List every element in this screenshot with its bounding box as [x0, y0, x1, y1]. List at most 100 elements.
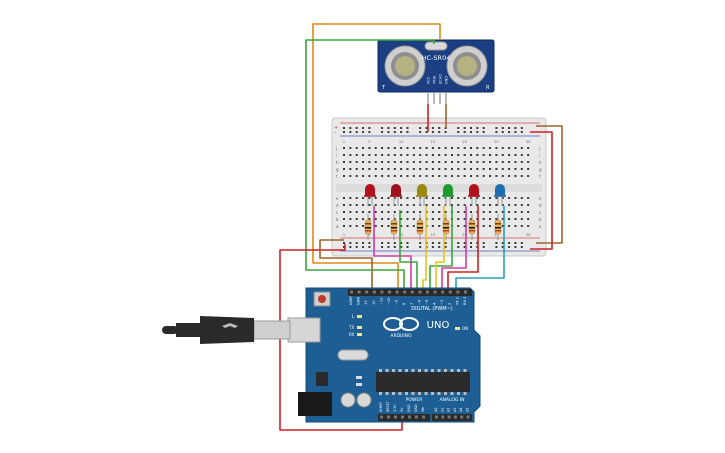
blue-led [494, 184, 506, 206]
digital-pin-label: 8 [402, 302, 406, 305]
arduino-brand-label: ARDUINO [390, 333, 412, 339]
column-number: 10 [399, 233, 403, 237]
row-letter: h [539, 160, 542, 165]
digital-pin-label: ~3 [440, 300, 444, 305]
center-channel [336, 184, 542, 192]
atmega-chip [376, 372, 470, 392]
voltage-regulator [316, 372, 328, 386]
column-number: 5 [368, 233, 370, 237]
sensor-pin-label: TRIG [433, 75, 437, 85]
digital-pin-label: AREF [349, 296, 353, 305]
resistor [494, 214, 502, 240]
digital-pin-label: TX 1 [455, 297, 459, 306]
power-pin-label: IOREF [379, 402, 383, 412]
capacitor-2 [356, 392, 372, 408]
arduino-logo: ARDUINO [383, 317, 419, 339]
yellow-led [416, 184, 428, 206]
row-letter: j [335, 146, 337, 151]
power-header-label: POWER [406, 397, 423, 403]
arduino-model-label: UNO [427, 320, 450, 331]
red-rail-link [530, 131, 553, 250]
row-letter: j [538, 146, 540, 151]
column-number: 5 [368, 140, 370, 144]
resistor [364, 214, 372, 240]
analog-pin-label: A3 [453, 408, 457, 412]
digital-pin-label: ~11 [379, 297, 383, 305]
row-letter: b [539, 217, 542, 222]
resistor [416, 214, 424, 240]
green-led [442, 184, 454, 206]
magenta-wire-2 [441, 206, 467, 290]
led-l [357, 315, 362, 318]
red-wire-3 [447, 206, 479, 290]
row-letter: c [336, 210, 338, 215]
digital-pin-label: 7 [410, 303, 414, 305]
resistor [468, 214, 476, 240]
sensor-pin-label: VCC [427, 76, 431, 84]
column-number: 15 [431, 233, 435, 237]
magenta-wire [373, 206, 412, 290]
column-number: 15 [431, 140, 435, 144]
digital-pin-label: 2 [448, 303, 452, 305]
green-led-wire [399, 210, 418, 290]
column-number: 20 [462, 140, 466, 144]
power-pin-label: GND [407, 404, 411, 412]
usb-cable [162, 316, 291, 344]
reset-button[interactable] [318, 295, 326, 303]
led-array [364, 184, 506, 240]
digital-pin-label: ~5 [425, 300, 429, 305]
row-letter: c [539, 210, 541, 215]
row-letter: b [336, 217, 339, 222]
row-letter: d [539, 203, 542, 208]
analog-pin-label: A2 [447, 408, 451, 412]
wires [279, 23, 563, 431]
rail-minus-label: - [334, 130, 336, 136]
analog-header-label: ANALOG IN [439, 397, 464, 403]
led-tx [357, 326, 362, 329]
chip-pins [379, 369, 467, 395]
digital-pin-label: ~10 [387, 297, 391, 305]
digital-pin-label: GND [357, 297, 361, 305]
row-letter: f [336, 174, 338, 179]
usb-port [287, 317, 321, 343]
led-rx [357, 333, 362, 336]
digital-pin-label: RX 0 [463, 296, 467, 305]
capacitor-1 [340, 392, 356, 408]
yellow-wire [422, 206, 427, 290]
usb-icon [222, 323, 238, 328]
column-number: 1 [343, 140, 345, 144]
row-letter: a [336, 224, 339, 229]
row-letter: f [539, 174, 541, 179]
row-letter: e [336, 196, 339, 201]
row-letter: d [336, 203, 339, 208]
digital-pin-label: ~9 [395, 299, 399, 305]
row-letter: i [539, 153, 540, 158]
brown-wire-gnd [319, 239, 373, 290]
red-led-3 [468, 184, 480, 206]
led-on-label: ON [462, 326, 468, 331]
column-number: 25 [494, 140, 498, 144]
power-pin-label: 5V [400, 407, 404, 412]
led-rx-label: RX [349, 332, 355, 337]
column-number: 20 [462, 233, 466, 237]
power-jack [298, 392, 332, 416]
sensor-pin-label: ECHO [439, 74, 443, 84]
led-l-label: L [352, 314, 355, 319]
digital-header [348, 289, 472, 296]
digital-pin-label: 13 [364, 300, 368, 305]
column-number: 25 [494, 233, 498, 237]
analog-pin-label: A0 [434, 408, 438, 412]
row-letter: a [539, 224, 542, 229]
column-number: 10 [399, 140, 403, 144]
green-wire-2 [429, 206, 453, 290]
row-letter: i [336, 153, 337, 158]
rail-plus-label: + [334, 125, 338, 131]
analog-pin-label: A5 [466, 408, 470, 412]
